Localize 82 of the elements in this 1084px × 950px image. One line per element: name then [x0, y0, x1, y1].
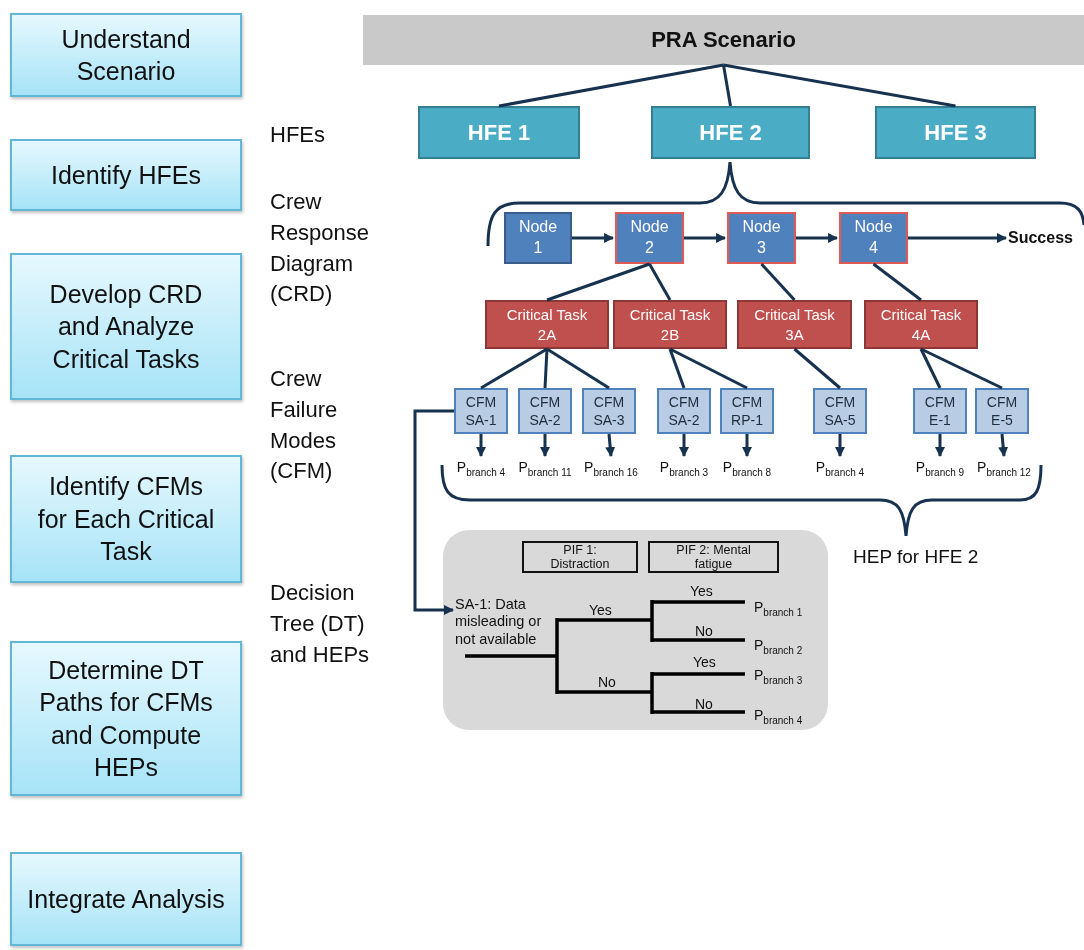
step-box: Identify CFMs for Each Critical Task	[10, 455, 242, 583]
arrow	[572, 233, 614, 243]
failure-mode-box: CFM SA-2	[657, 388, 711, 434]
probability-label: P$_{branch 4}$	[754, 706, 803, 728]
arrow	[413, 409, 454, 615]
failure-mode-box: CFM SA-5	[813, 388, 867, 434]
probability-label: P$_{branch 1}$	[754, 598, 803, 620]
hfe-box: HFE 2	[651, 106, 810, 159]
arrow	[796, 233, 838, 243]
section-label: Crew Response Diagram (CRD)	[270, 188, 371, 309]
arrow	[679, 434, 689, 457]
probability-label: P$_{branch 3}$	[653, 456, 715, 480]
connector-line	[722, 64, 732, 107]
question-text: SA-1: Data misleading or not available	[455, 594, 561, 650]
arrow	[742, 434, 752, 457]
probability-label: P$_{branch 8}$	[716, 456, 778, 480]
probability-label: P$_{branch 2}$	[754, 636, 803, 658]
result-label: HEP for HFE 2	[853, 545, 979, 569]
connector-line	[669, 347, 748, 390]
outcome-label: Success	[1008, 226, 1084, 250]
probability-label: P$_{branch 16}$	[578, 456, 644, 480]
branch-label: No	[598, 673, 616, 692]
arrow	[476, 434, 486, 457]
connector-line	[920, 347, 1003, 390]
step-box: Understand Scenario	[10, 13, 242, 97]
connector-line	[872, 262, 922, 302]
task-box: Critical Task 3A	[737, 300, 852, 349]
arrow	[935, 434, 945, 457]
node-box: Node 1	[504, 212, 572, 264]
connector-line	[546, 347, 610, 390]
connector-line	[498, 63, 724, 108]
section-label: Decision Tree (DT) and HEPs	[270, 579, 371, 669]
probability-label: P$_{branch 12}$	[971, 456, 1037, 480]
failure-mode-box: CFM RP-1	[720, 388, 774, 434]
branch-label: No	[695, 695, 713, 714]
probability-label: P$_{branch 11}$	[514, 456, 576, 480]
arrow	[908, 233, 1007, 243]
probability-label: P$_{branch 9}$	[909, 456, 971, 480]
branch-label: Yes	[690, 582, 713, 601]
probability-label: P$_{branch 3}$	[754, 666, 803, 688]
task-box: Critical Task 4A	[864, 300, 978, 349]
connector-line	[723, 63, 956, 108]
title-band: PRA Scenario	[363, 15, 1084, 65]
branch-label: Yes	[589, 601, 612, 620]
task-box: Critical Task 2B	[613, 300, 727, 349]
node-box: Node 4	[839, 212, 908, 264]
connector-line	[760, 263, 796, 301]
section-label: HFEs	[270, 121, 325, 149]
connector-line	[668, 348, 686, 389]
hfe-box: HFE 3	[875, 106, 1036, 159]
arrow	[998, 433, 1009, 457]
connector-line	[919, 348, 942, 389]
step-box: Identify HFEs	[10, 139, 242, 211]
connector-line	[480, 347, 548, 390]
branch-label: Yes	[693, 653, 716, 672]
node-box: Node 2	[615, 212, 684, 264]
pif-box: PIF 1: Distraction	[522, 541, 638, 573]
arrow	[540, 434, 550, 457]
failure-mode-box: CFM E-5	[975, 388, 1029, 434]
probability-label: P$_{branch 4}$	[450, 456, 512, 480]
task-box: Critical Task 2A	[485, 300, 609, 349]
failure-mode-box: CFM SA-1	[454, 388, 508, 434]
step-box: Determine DT Paths for CFMs and Compute HEPs	[10, 641, 242, 796]
connector-line	[648, 263, 672, 301]
probability-label: P$_{branch 4}$	[809, 456, 871, 480]
node-box: Node 3	[727, 212, 796, 264]
step-box: Integrate Analysis	[10, 852, 242, 946]
hfe-box: HFE 1	[418, 106, 580, 159]
failure-mode-box: CFM SA-2	[518, 388, 572, 434]
branch-label: No	[695, 622, 713, 641]
failure-mode-box: CFM SA-3	[582, 388, 636, 434]
connector-line	[546, 262, 650, 302]
connector-line	[793, 347, 841, 390]
step-box: Develop CRD and Analyze Critical Tasks	[10, 253, 242, 400]
connector-line	[543, 348, 549, 389]
arrow	[835, 434, 845, 457]
failure-mode-box: CFM E-1	[913, 388, 967, 434]
pif-box: PIF 2: Mental fatigue	[648, 541, 779, 573]
arrow	[605, 433, 616, 457]
section-label: Crew Failure Modes (CFM)	[270, 365, 339, 486]
arrow	[684, 233, 726, 243]
decision-tree-panel	[443, 530, 828, 730]
